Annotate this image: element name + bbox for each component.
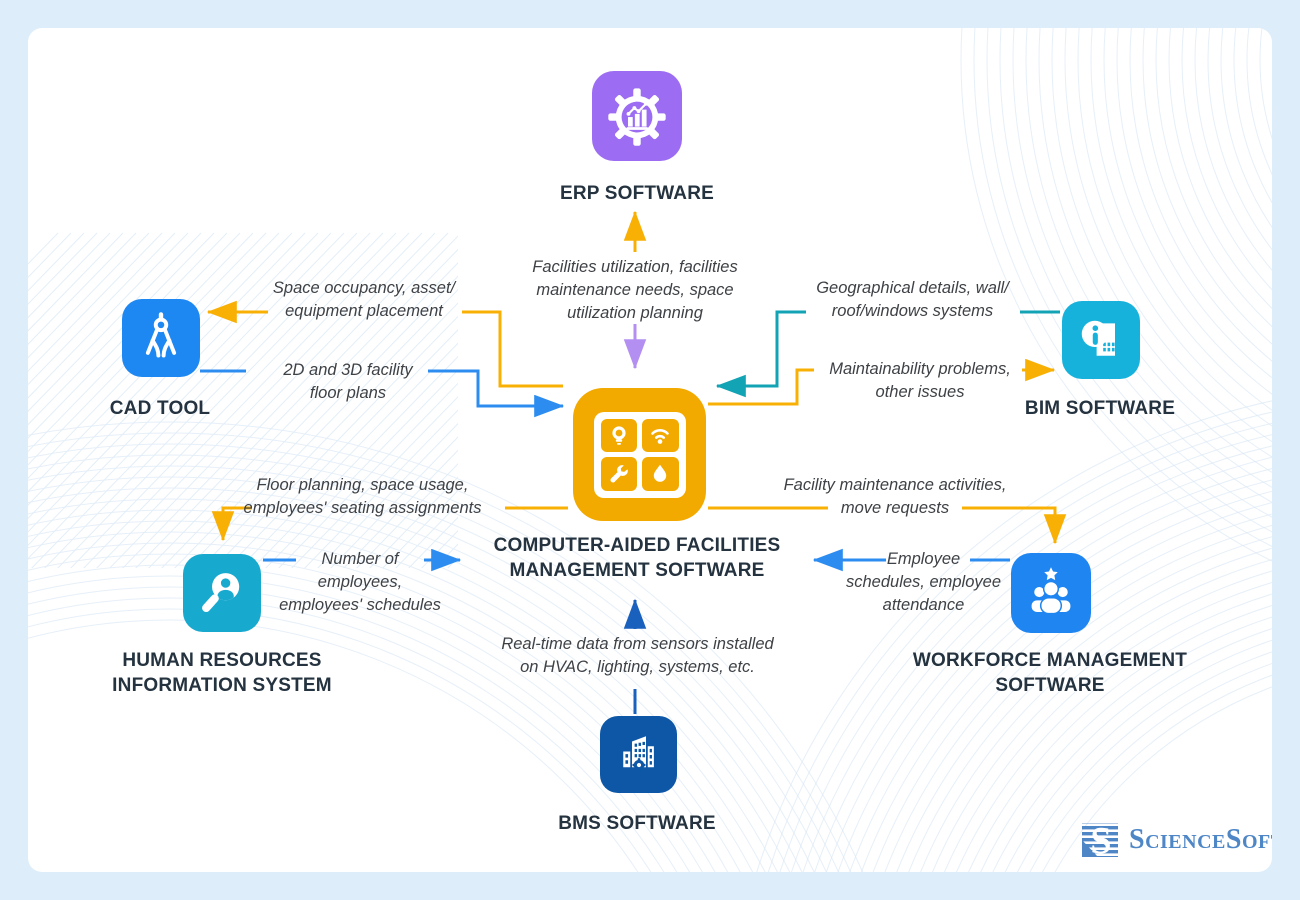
arrow-cafm-to-bim bbox=[708, 358, 1056, 406]
workforce-management-icon bbox=[1011, 553, 1091, 633]
cafm-screen bbox=[593, 411, 686, 498]
sciencesoft-logo-text: ScienceSoft bbox=[1129, 824, 1272, 855]
edge-line: 2D and 3D facility bbox=[283, 361, 413, 379]
bms-software-icon bbox=[600, 716, 677, 793]
cafm-label-line1: COMPUTER-AIDED FACILITIES bbox=[493, 535, 781, 556]
edge-line: Employee bbox=[886, 550, 961, 568]
edge-line: Floor planning, space usage, bbox=[256, 476, 469, 494]
edge-line: schedules, employee bbox=[845, 573, 1001, 591]
edge-text-bim-to-cafm: Geographical details, wall/ roof/windows… bbox=[785, 277, 1040, 323]
cafm-software-icon bbox=[573, 388, 706, 521]
bim-software-label: BIM SOFTWARE bbox=[1024, 398, 1176, 419]
edge-line: Maintainability problems, bbox=[829, 360, 1011, 378]
edge-line: move requests bbox=[840, 499, 950, 517]
buildings-icon bbox=[622, 735, 654, 772]
hris-label-line2: INFORMATION SYSTEM bbox=[112, 675, 332, 696]
edge-text-cafm-to-bim: Maintainability problems, other issues bbox=[795, 358, 1045, 404]
hris-label-line1: HUMAN RESOURCES bbox=[122, 650, 322, 671]
edge-line: employees, bbox=[317, 573, 403, 591]
edge-text-cafm-to-cad: Space occupancy, asset/ equipment placem… bbox=[239, 277, 489, 323]
arrow-cafm-to-cad bbox=[206, 300, 563, 388]
edge-line: employees' schedules bbox=[279, 596, 441, 614]
sciencesoft-logo-mark: S bbox=[1082, 820, 1118, 860]
wfm-label-line1: WORKFORCE MANAGEMENT bbox=[912, 650, 1188, 671]
bms-software-label: BMS SOFTWARE bbox=[558, 813, 716, 834]
edge-line: Space occupancy, asset/ bbox=[272, 279, 456, 297]
cafm-software-label: COMPUTER-AIDED FACILITIES MANAGEMENT SOF… bbox=[472, 533, 802, 583]
edge-line: Geographical details, wall/ bbox=[816, 279, 1009, 297]
connector-layer bbox=[200, 210, 1067, 714]
wifi-icon bbox=[642, 418, 679, 452]
edge-text-hris-to-cafm: Number of employees, employees' schedule… bbox=[260, 548, 460, 617]
edge-line: attendance bbox=[882, 596, 965, 614]
edge-line: equipment placement bbox=[285, 302, 443, 320]
edge-text-cafm-to-wfm: Facility maintenance activities, move re… bbox=[770, 474, 1020, 520]
info-building-icon bbox=[1081, 320, 1115, 356]
cad-tool-icon bbox=[122, 299, 200, 377]
hris-icon bbox=[183, 554, 261, 632]
erp-software-icon bbox=[592, 71, 682, 161]
edge-text-cafm-to-erp: Facilities utilization, facilities maint… bbox=[498, 256, 772, 325]
cafm-label-line2: MANAGEMENT SOFTWARE bbox=[509, 560, 765, 581]
edge-text-cad-to-cafm: 2D and 3D facility floor plans bbox=[248, 359, 448, 405]
edge-line: maintenance needs, space bbox=[536, 281, 734, 299]
cad-tool-label: CAD TOOL bbox=[109, 398, 211, 419]
edge-text-cafm-to-hris: Floor planning, space usage, employees' … bbox=[230, 474, 495, 520]
edge-line: floor plans bbox=[309, 384, 387, 402]
arrow-cafm-to-wfm bbox=[708, 506, 1067, 545]
edge-line: on HVAC, lighting, systems, etc. bbox=[520, 658, 755, 676]
erp-software-label: ERP SOFTWARE bbox=[559, 183, 715, 204]
gear-chart-icon bbox=[608, 88, 666, 146]
sciencesoft-logo: S ScienceSoft bbox=[1080, 820, 1272, 860]
edge-line: Real-time data from sensors installed bbox=[501, 635, 774, 653]
edge-line: Number of bbox=[321, 550, 399, 568]
svg-text:S: S bbox=[1090, 820, 1111, 860]
edge-line: other issues bbox=[875, 383, 965, 401]
edge-line: Facilities utilization, facilities bbox=[532, 258, 738, 276]
edge-line: utilization planning bbox=[567, 304, 703, 322]
people-star-icon bbox=[1030, 567, 1072, 615]
bim-software-icon bbox=[1062, 301, 1140, 379]
edge-line: employees' seating assignments bbox=[243, 499, 482, 517]
edge-text-bms-to-cafm: Real-time data from sensors installed on… bbox=[490, 633, 785, 679]
workforce-management-label: WORKFORCE MANAGEMENT SOFTWARE bbox=[910, 648, 1190, 698]
diagram-card: ERP SOFTWARE CAD TOOL BIM SOFTWARE bbox=[28, 28, 1272, 872]
wfm-label-line2: SOFTWARE bbox=[995, 675, 1105, 696]
arrow-cafm-to-hris bbox=[211, 506, 568, 542]
edge-text-wfm-to-cafm: Employee schedules, employee attendance bbox=[811, 548, 1036, 617]
arrow-cad-to-cafm bbox=[200, 369, 565, 418]
lightbulb-icon bbox=[600, 418, 637, 452]
drafting-compass-icon bbox=[145, 312, 177, 358]
magnifier-person-icon bbox=[202, 573, 240, 613]
wrench-icon bbox=[600, 457, 637, 491]
hris-label: HUMAN RESOURCES INFORMATION SYSTEM bbox=[97, 648, 347, 698]
arrow-bim-to-cafm bbox=[715, 310, 1060, 398]
edge-line: roof/windows systems bbox=[831, 302, 994, 320]
edge-line: Facility maintenance activities, bbox=[783, 476, 1007, 494]
droplet-icon bbox=[642, 457, 679, 491]
